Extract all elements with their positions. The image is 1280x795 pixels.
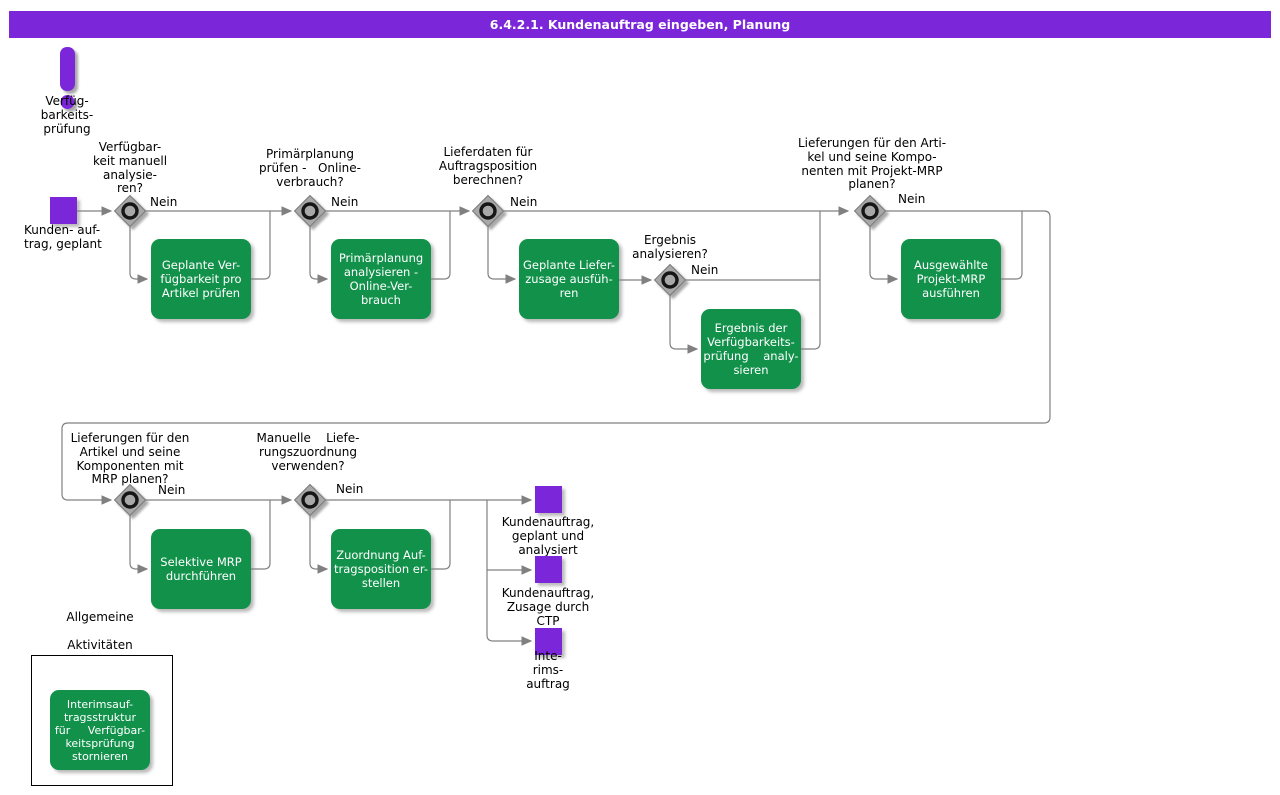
- end-event-square-planned-analyzed[interactable]: [535, 486, 562, 513]
- activity-analyze-primary-planning[interactable]: Primärplanung analysieren - Online-Ver- …: [331, 239, 431, 319]
- end-event-label: Kundenauftrag, Zusage durch CTP: [501, 586, 595, 628]
- no-edge-label: Nein: [150, 195, 178, 209]
- icon-event-label: Verfüg- barkeits- prüfung: [40, 94, 94, 136]
- activity-analyze-availability-result[interactable]: Ergebnis der Verfügbarkeits- prüfung ana…: [701, 309, 801, 389]
- gateway-primary-planning[interactable]: [293, 194, 327, 228]
- gateway-question: Lieferungen für den Artikel und seine Ko…: [70, 431, 190, 487]
- activity-execute-selective-mrp[interactable]: Selektive MRP durchführen: [151, 529, 251, 609]
- gateway-question: Primärplanung prüfen - Online- verbrauch…: [259, 147, 361, 189]
- gateway-project-mrp[interactable]: [853, 194, 887, 228]
- gateway-availability-manual[interactable]: [113, 194, 147, 228]
- no-edge-label: Nein: [898, 192, 926, 206]
- activity-execute-planned-delivery-promise[interactable]: Geplante Liefer- zusage ausfüh- ren: [519, 239, 619, 319]
- activity-create-order-item-assignment[interactable]: Zuordnung Auf- tragsposition er- stellen: [331, 529, 431, 609]
- exclamation-icon[interactable]: [55, 46, 83, 112]
- end-event-square-ctp-promise[interactable]: [535, 556, 562, 583]
- diagram-title-bar: 6.4.2.1. Kundenauftrag eingeben, Planung: [9, 11, 1271, 38]
- no-edge-label: Nein: [510, 195, 538, 209]
- gateway-analyze-result[interactable]: [653, 263, 687, 297]
- gateway-question: Manuelle Liefe- rungszuordnung verwenden…: [256, 431, 360, 473]
- no-edge-label: Nein: [331, 195, 359, 209]
- gateway-delivery-dates[interactable]: [471, 194, 505, 228]
- gateway-mrp-planning[interactable]: [113, 483, 147, 517]
- gateway-manual-delivery-assignment[interactable]: [293, 483, 327, 517]
- start-event-square[interactable]: [50, 197, 77, 224]
- group-label-line1: Allgemeine: [66, 610, 134, 624]
- activity-cancel-interim-order-structure[interactable]: Interimsauf- tragsstruktur für Verfügbar…: [50, 690, 150, 770]
- no-edge-label: Nein: [336, 482, 364, 496]
- gateway-question: Ergebnis analysieren?: [632, 233, 708, 261]
- connectors: [61, 206, 1051, 646]
- end-event-square-interim-order[interactable]: [535, 628, 562, 655]
- group-label-line2: Aktivitäten: [67, 638, 133, 652]
- no-edge-label: Nein: [158, 483, 186, 497]
- end-event-label: Inte- rims- auftrag: [526, 649, 570, 691]
- no-edge-label: Nein: [691, 263, 719, 277]
- general-activities-group-box: [31, 655, 173, 786]
- start-event-label: Kunden- auf- trag, geplant: [24, 223, 102, 251]
- diagram-title: 6.4.2.1. Kundenauftrag eingeben, Planung: [489, 17, 791, 32]
- activity-execute-selected-project-mrp[interactable]: Ausgewählte Projekt-MRP ausführen: [901, 239, 1001, 319]
- activity-check-planned-availability[interactable]: Geplante Ver- fügbarkeit pro Artikel prü…: [151, 239, 251, 319]
- end-event-label: Kundenauftrag, geplant und analysiert: [501, 515, 595, 557]
- gateway-question: Verfügbar- keit manuell analysie- ren?: [92, 140, 168, 196]
- gateway-question: Lieferdaten für Auftragsposition berechn…: [438, 145, 538, 187]
- gateway-question: Lieferungen für den Arti- kel und seine …: [797, 136, 947, 192]
